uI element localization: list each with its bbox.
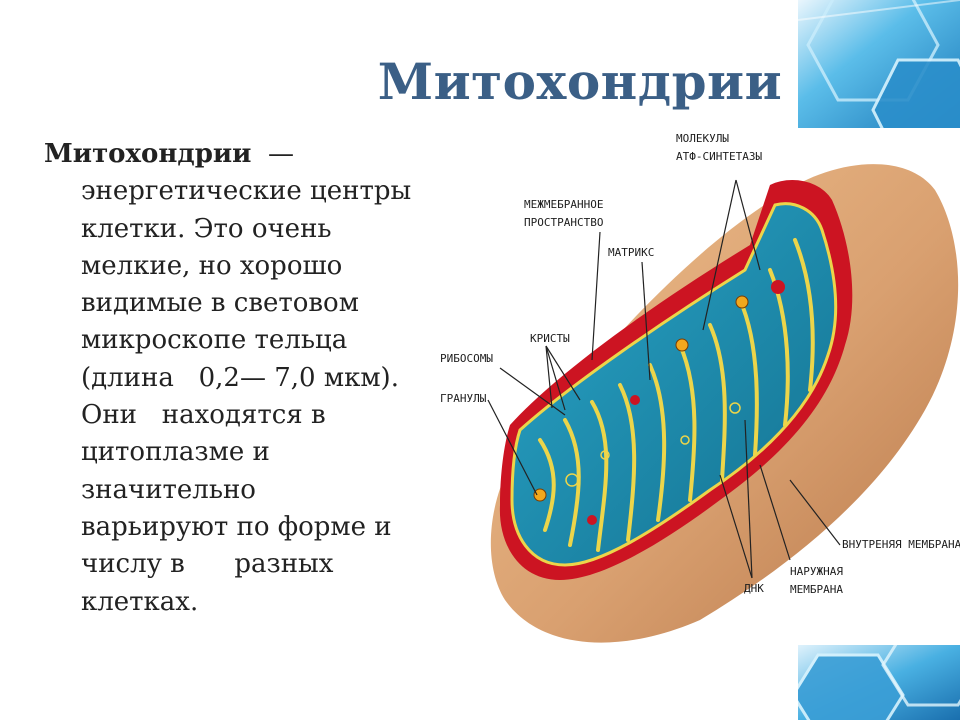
label-inner-membrane: ВНУТРЕНЯЯ МЕМБРАНА <box>842 538 960 551</box>
label-outer-membrane-line2: МЕМБРАНА <box>790 583 843 596</box>
definition-term: Митохондрии <box>44 139 252 169</box>
label-intermembrane-line2: ПРОСТРАНСТВО <box>524 216 603 229</box>
label-atp-synthase-line1: МОЛЕКУЛЫ <box>676 132 729 145</box>
definition-dash: — <box>268 139 294 169</box>
slide-title: Митохондрии <box>377 52 783 111</box>
label-dna: ДНК <box>744 582 764 595</box>
corner-decoration-bottom <box>798 645 960 720</box>
corner-decoration-top <box>798 0 960 128</box>
granules <box>533 280 785 525</box>
inner-membrane-outline <box>510 202 838 567</box>
text-line: микроскопе тельца <box>81 325 348 356</box>
text-line: клетках. <box>81 586 199 617</box>
label-granules: ГРАНУЛЫ <box>440 392 487 405</box>
text-line: видимые в световом <box>81 288 359 319</box>
text-line: Они находятся в <box>81 400 326 431</box>
text-line: числу в разных <box>81 549 334 580</box>
text-line: (длина 0,2— 7,0 мкм). <box>81 362 399 393</box>
label-ribosomes: РИБОСОМЫ <box>440 352 493 365</box>
definition-text: Митохондрии — энергетические центры клет… <box>44 136 454 621</box>
text-line: значительно <box>81 474 256 505</box>
label-outer-membrane-line1: НАРУЖНАЯ <box>790 565 843 578</box>
label-atp-synthase-line2: АТФ-СИНТЕТАЗЫ <box>676 150 762 163</box>
label-intermembrane-line1: МЕЖМЕБРАННОЕ <box>524 198 603 211</box>
text-line: варьируют по форме и <box>81 511 392 542</box>
matrix-region <box>512 203 836 565</box>
label-cristae: КРИСТЫ <box>530 332 570 345</box>
cristae-folds <box>538 238 815 552</box>
text-line: цитоплазме и <box>81 437 270 468</box>
mitochondrion-diagram: МОЛЕКУЛЫ АТФ-СИНТЕТАЗЫ МЕЖМЕБРАННОЕ ПРОС… <box>440 120 960 650</box>
label-pointers <box>487 179 841 579</box>
text-line: мелкие, но хорошо <box>81 250 343 281</box>
text-line: клетки. Это очень <box>81 213 332 244</box>
definition-first-line: Митохондрии — <box>44 136 454 173</box>
text-line: энергетические центры <box>81 176 412 207</box>
label-matrix: МАТРИКС <box>608 246 654 259</box>
